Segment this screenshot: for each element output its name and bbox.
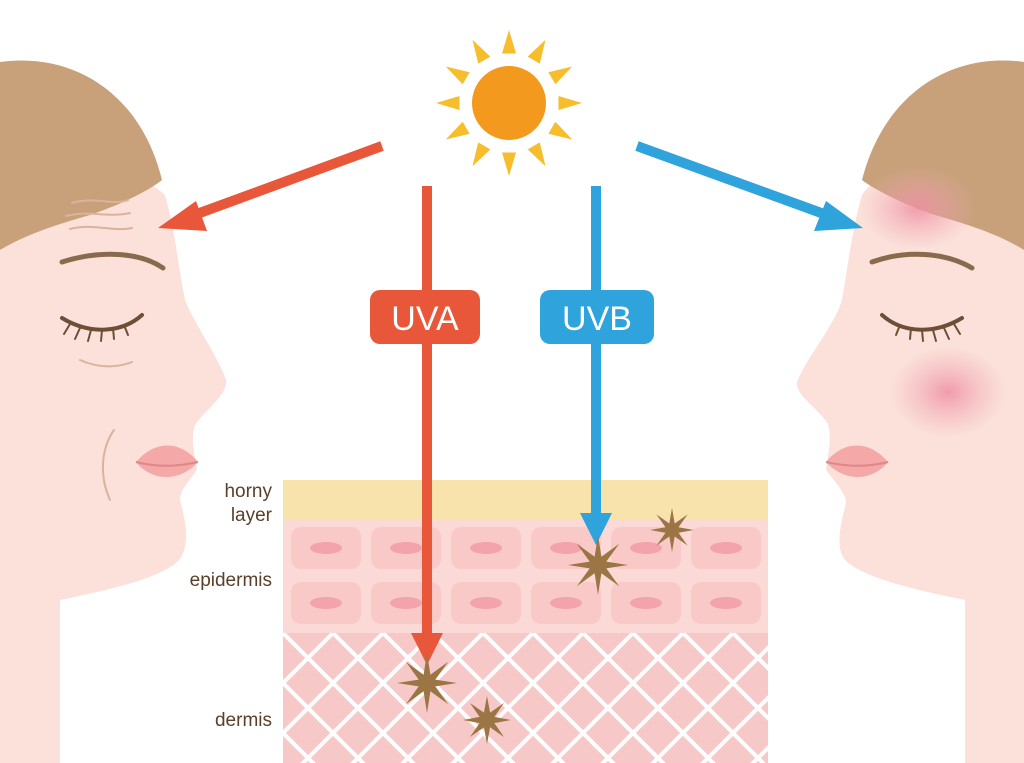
horny-layer-label-line2: layer bbox=[231, 505, 273, 526]
uvb-arrowhead-face bbox=[814, 201, 863, 231]
dermis-fiber bbox=[600, 633, 735, 763]
dermis-fiber bbox=[793, 633, 933, 763]
cell-nucleus bbox=[470, 597, 502, 609]
dermis-fiber bbox=[133, 633, 273, 763]
dermis-fiber bbox=[283, 633, 285, 636]
sun-ray bbox=[445, 66, 470, 85]
dermis-fiber bbox=[300, 633, 435, 763]
epidermis-label: epidermis bbox=[190, 570, 272, 591]
uva-arrows bbox=[158, 141, 443, 665]
dermis-fiber bbox=[750, 745, 768, 763]
left-face-aged bbox=[0, 60, 227, 763]
epidermis-layer bbox=[283, 520, 768, 633]
sun-ray bbox=[472, 39, 491, 64]
damage-burst-icon bbox=[463, 696, 511, 744]
dermis-fiber bbox=[550, 633, 685, 763]
dermis-fiber bbox=[331, 633, 466, 763]
right-hair bbox=[862, 60, 1024, 251]
dermis-fiber bbox=[431, 633, 566, 763]
dermis-fiber-mesh bbox=[43, 633, 973, 763]
uva-arrowhead-face bbox=[158, 201, 207, 231]
cell-nucleus bbox=[310, 597, 342, 609]
right-closed-eye bbox=[880, 313, 964, 332]
sun-icon bbox=[436, 30, 582, 176]
left-eyebrow bbox=[59, 251, 166, 271]
damage-burst-icon bbox=[650, 508, 694, 552]
right-eyebrow bbox=[869, 251, 975, 271]
right-face-skin bbox=[796, 160, 1024, 763]
dermis-fiber bbox=[283, 730, 316, 763]
dermis-fiber bbox=[500, 633, 635, 763]
dermis-fiber bbox=[700, 695, 768, 763]
dermis-fiber bbox=[731, 633, 768, 671]
sun-ray bbox=[558, 96, 582, 110]
sun-ray bbox=[436, 96, 460, 110]
uvb-arrowhead-epidermis bbox=[580, 513, 612, 545]
left-hair bbox=[0, 60, 162, 251]
damage-burst-icon bbox=[397, 653, 457, 713]
horny-layer-label-line1: horny bbox=[224, 481, 272, 502]
sun-ray bbox=[548, 121, 573, 140]
dermis-fiber bbox=[93, 633, 233, 763]
damage-burst-icon bbox=[568, 535, 628, 595]
dermis-fiber bbox=[43, 633, 183, 763]
dermis-fiber bbox=[381, 633, 516, 763]
uvb-tag: UVB bbox=[540, 290, 654, 344]
left-lips bbox=[136, 445, 198, 477]
sun-ray bbox=[472, 142, 491, 167]
cell-nucleus bbox=[710, 597, 742, 609]
redness-blush bbox=[890, 346, 1006, 438]
uva-arrowhead-dermis bbox=[411, 633, 443, 665]
cell-nucleus bbox=[630, 597, 662, 609]
sun-ray bbox=[445, 121, 470, 140]
left-face-skin bbox=[0, 161, 227, 763]
dermis-fiber bbox=[83, 633, 223, 763]
skin-cross-section bbox=[43, 480, 973, 763]
cell-nucleus bbox=[310, 542, 342, 554]
sun-ray bbox=[548, 66, 573, 85]
cell-nucleus bbox=[470, 542, 502, 554]
left-closed-eye bbox=[60, 313, 144, 332]
sun-ray bbox=[502, 152, 516, 176]
dermis-fiber bbox=[531, 633, 666, 763]
cell-nucleus bbox=[390, 597, 422, 609]
dermis-fiber bbox=[450, 633, 585, 763]
sun-ray bbox=[527, 39, 546, 64]
dermis-fiber bbox=[783, 633, 923, 763]
dermis-fiber bbox=[283, 633, 416, 763]
uva-label: UVA bbox=[391, 300, 459, 338]
dermis-fiber bbox=[833, 633, 973, 763]
dermis-fiber bbox=[283, 633, 385, 736]
redness-blush bbox=[860, 166, 976, 250]
dermis-fiber bbox=[350, 633, 485, 763]
dermis-fiber bbox=[631, 633, 766, 763]
cell-nucleus bbox=[710, 542, 742, 554]
cell-nucleus bbox=[630, 542, 662, 554]
dermis-fiber bbox=[681, 633, 768, 721]
dermis-fiber bbox=[581, 633, 716, 763]
dermis-fiber bbox=[481, 633, 616, 763]
horny-layer bbox=[283, 480, 768, 520]
dermis-label: dermis bbox=[215, 710, 272, 731]
cell-nucleus bbox=[550, 597, 582, 609]
dermis-fiber bbox=[283, 633, 335, 686]
uvb-label: UVB bbox=[562, 300, 632, 338]
damage-bursts bbox=[397, 508, 694, 744]
right-lips bbox=[826, 445, 888, 477]
uvb-arrows bbox=[580, 141, 863, 545]
sun-ray bbox=[527, 142, 546, 167]
dermis-fiber bbox=[650, 645, 768, 763]
dermis-fiber bbox=[400, 633, 535, 763]
dermis-fiber bbox=[283, 680, 366, 763]
uva-tag: UVA bbox=[370, 290, 480, 344]
right-face-sunburned bbox=[796, 60, 1024, 763]
cell-nucleus bbox=[550, 542, 582, 554]
cell-nucleus bbox=[390, 542, 422, 554]
wrinkle-lines bbox=[65, 199, 133, 501]
sun-ray bbox=[502, 30, 516, 54]
